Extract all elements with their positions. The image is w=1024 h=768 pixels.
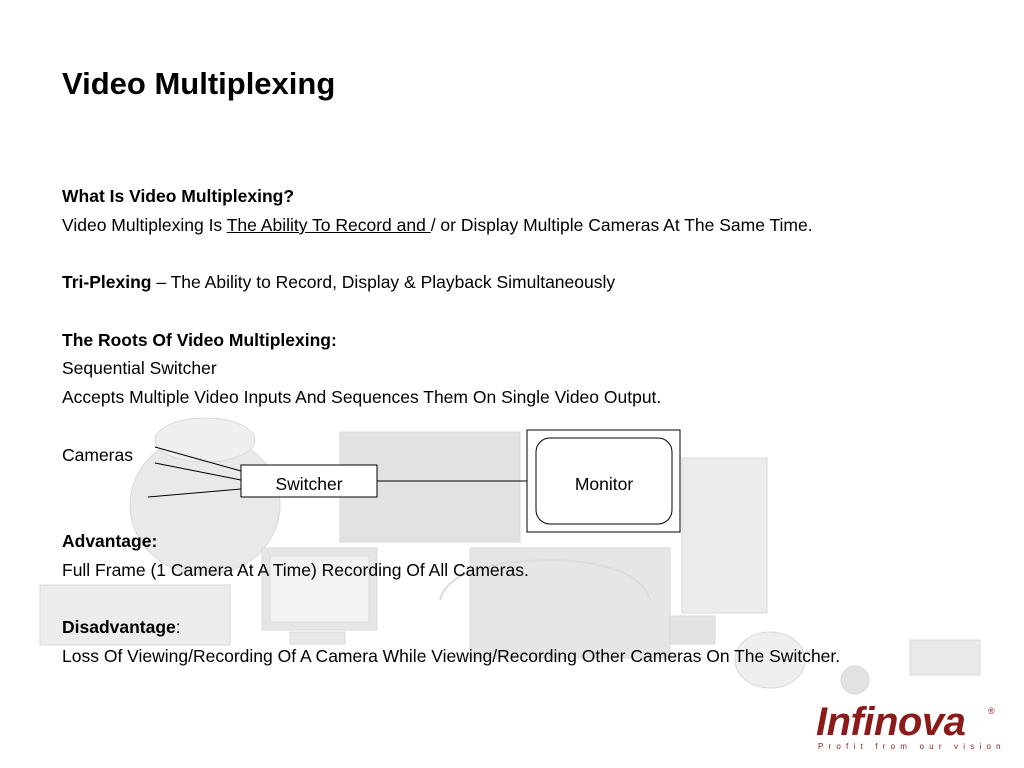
slide-title: Video Multiplexing <box>62 66 336 101</box>
switcher-box <box>240 464 378 498</box>
disadvantage-heading-line: Disadvantage: <box>62 617 181 638</box>
triplexing-term: Tri-Plexing <box>62 272 152 292</box>
roots-heading: The Roots Of Video Multiplexing: <box>62 330 337 350</box>
definition-prefix: Video Multiplexing Is <box>62 215 227 235</box>
logo-registered-mark: ® <box>988 706 995 716</box>
advantage-text: Full Frame (1 Camera At A Time) Recordin… <box>62 560 529 580</box>
disadvantage-heading: Disadvantage <box>62 617 176 637</box>
triplexing-line: Tri-Plexing – The Ability to Record, Dis… <box>62 272 615 293</box>
triplexing-description: – The Ability to Record, Display & Playb… <box>151 272 616 292</box>
question-heading: What Is Video Multiplexing? <box>62 186 295 206</box>
mini-dome-icon <box>734 631 806 689</box>
roots-line-1: Sequential Switcher <box>62 358 217 378</box>
crt-monitor-icon <box>681 457 768 614</box>
dvr-box-icon <box>39 584 231 646</box>
small-monitor-icon <box>261 547 378 631</box>
advantage-heading: Advantage: <box>62 531 158 551</box>
roots-line-2: Accepts Multiple Video Inputs And Sequen… <box>62 387 662 407</box>
box-camera-icon <box>669 615 716 645</box>
definition-underlined: The Ability To Record and <box>226 215 431 235</box>
logo-tagline: Profit from our vision <box>818 742 1006 751</box>
infinova-logo: Infinova ® Profit from our vision <box>816 700 1001 755</box>
disadvantage-text: Loss Of Viewing/Recording Of A Camera Wh… <box>62 646 841 666</box>
camera-line-2 <box>154 462 242 481</box>
camera-line-1 <box>154 446 242 472</box>
camera-line-3 <box>147 488 242 498</box>
definition-line: Video Multiplexing Is The Ability To Rec… <box>62 215 813 236</box>
disadvantage-colon: : <box>175 617 181 637</box>
monitor-screen <box>535 437 673 525</box>
monitor-label: Monitor <box>574 474 634 494</box>
switcher-label: Switcher <box>275 474 343 494</box>
cameras-label: Cameras <box>62 445 133 465</box>
logo-wordmark: Infinova <box>816 700 966 744</box>
definition-suffix: / or Display Multiple Cameras At The Sam… <box>430 215 813 235</box>
